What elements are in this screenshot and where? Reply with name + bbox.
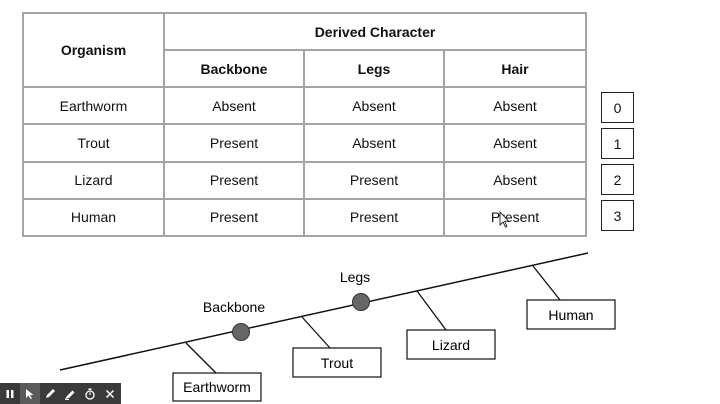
taxon-box-human <box>526 299 616 330</box>
highlighter-icon <box>65 390 75 400</box>
taxon-label-trout: Trout <box>321 355 353 371</box>
value-cell: Absent <box>443 160 587 200</box>
pause-button[interactable] <box>0 383 20 404</box>
count-box: 2 <box>601 164 634 195</box>
organism-cell: Trout <box>22 123 165 163</box>
pointer-button[interactable] <box>20 383 40 404</box>
branch-lizard <box>416 290 447 331</box>
branch-trout <box>301 316 331 349</box>
count-box: 3 <box>601 200 634 231</box>
trait-label-backbone: Backbone <box>203 299 265 315</box>
value-cell: Absent <box>443 123 587 163</box>
character-header-hair: Hair <box>443 49 587 89</box>
taxon-label-human: Human <box>548 307 593 323</box>
trait-label-legs: Legs <box>340 269 370 285</box>
timer-icon <box>85 388 95 400</box>
organism-cell: Lizard <box>22 160 165 200</box>
value-cell: Present <box>163 123 305 163</box>
pen-icon <box>46 388 55 398</box>
table-row: Trout Present Absent Absent <box>22 123 587 163</box>
close-icon <box>105 389 115 398</box>
character-header-legs: Legs <box>303 49 445 89</box>
value-cell: Absent <box>303 86 445 126</box>
taxon-label-lizard: Lizard <box>432 337 470 353</box>
value-cell: Absent <box>443 86 587 126</box>
trait-node-backbone <box>232 323 250 341</box>
taxon-box-earthworm <box>172 372 262 402</box>
count-box: 0 <box>601 92 634 123</box>
value-cell: Present <box>163 160 305 200</box>
value-cell: Absent <box>163 86 305 126</box>
organism-cell: Earthworm <box>22 86 165 126</box>
derived-character-header: Derived Character <box>163 11 587 52</box>
branch-earthworm <box>185 342 217 374</box>
value-cell: Present <box>303 197 445 238</box>
close-button[interactable] <box>100 383 120 404</box>
pen-button[interactable] <box>40 383 60 404</box>
table-row: Earthworm Absent Absent Absent <box>22 86 587 126</box>
value-cell: Present <box>163 197 305 238</box>
value-cell: Present <box>303 160 445 200</box>
taxon-label-earthworm: Earthworm <box>183 379 251 395</box>
organism-header: Organism <box>22 11 165 89</box>
table-row: Human Present Present Present <box>22 197 587 238</box>
table-row: Lizard Present Present Absent <box>22 160 587 200</box>
presentation-toolbar <box>0 383 121 404</box>
character-table: Organism Derived Character Backbone Legs… <box>22 11 587 238</box>
cladogram-main-line <box>59 252 589 371</box>
character-header-backbone: Backbone <box>163 49 305 89</box>
taxon-box-trout <box>292 347 382 378</box>
timer-button[interactable] <box>80 383 100 404</box>
value-cell: Present <box>443 197 587 238</box>
taxon-box-lizard <box>406 329 496 360</box>
branch-human <box>532 265 561 301</box>
trait-node-legs <box>352 293 370 311</box>
value-cell: Absent <box>303 123 445 163</box>
highlighter-button[interactable] <box>60 383 80 404</box>
organism-cell: Human <box>22 197 165 238</box>
pause-icon <box>6 389 14 398</box>
count-box: 1 <box>601 128 634 159</box>
mouse-cursor-icon <box>499 210 510 228</box>
pointer-icon <box>26 388 34 399</box>
